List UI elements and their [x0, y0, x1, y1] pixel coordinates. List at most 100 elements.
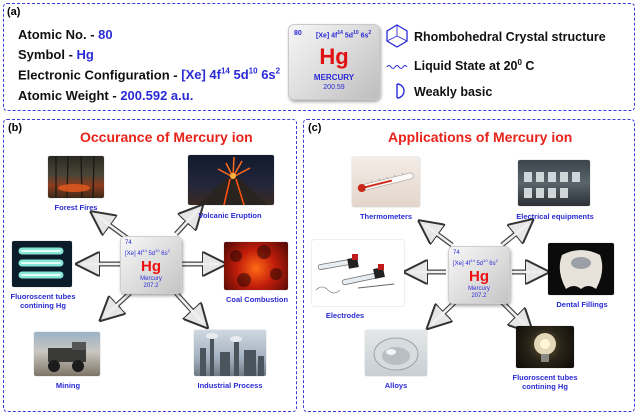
- panel-c-applications: [303, 119, 635, 412]
- alloys-caption: Alloys: [384, 381, 408, 390]
- atomic-weight-row: Atomic Weight - 200.592 a.u.: [18, 88, 193, 103]
- panel-b-tile-symbol: Hg: [141, 258, 161, 275]
- electrical-equipment-image: [518, 160, 590, 206]
- electronic-configuration-row: Electronic Configuration - [Xe] 4f14 5d1…: [18, 67, 280, 82]
- panel-c-tile-config-1: [Xe] 4f: [453, 261, 471, 267]
- legend-crystal-text: Rhombohedral Crystal structure: [414, 30, 606, 44]
- thermometers-caption: Thermometers: [359, 212, 413, 221]
- panel-c-tile-symbol: Hg: [469, 268, 489, 285]
- panel-b-mercury-tile: 74 [Xe] 4f14 5d10 6s2 Hg Mercury 207.2: [120, 236, 182, 294]
- panel-b-tile-config-sup-1: 14: [142, 248, 147, 253]
- fluorescent-tubes-image: [12, 241, 72, 287]
- config-part-3: 6s: [257, 67, 276, 83]
- panel-b-tile-configuration: [Xe] 4f14 5d10 6s2: [125, 248, 170, 257]
- panel-c-tile-weight: 207.2: [471, 293, 487, 299]
- panel-b-tile-config-3: 6s: [159, 251, 168, 257]
- config-part-1: [Xe] 4f: [181, 67, 221, 83]
- atomic-weight-label: Atomic Weight -: [18, 88, 121, 103]
- tile-config-3: 6s: [358, 32, 369, 40]
- atomic-weight-value: 200.592 a.u.: [120, 88, 194, 103]
- weakly-basic-icon: [396, 83, 405, 99]
- panel-c-fluorescent-line-2: contining Hg: [522, 382, 568, 391]
- panel-c-label: (c): [308, 122, 322, 134]
- tile-symbol: Hg: [319, 44, 349, 69]
- panel-b-tile-weight: 207.2: [143, 283, 159, 289]
- volcanic-eruption-caption: Volcanic Eruption: [198, 211, 262, 220]
- panel-c-tile-configuration: [Xe] 4f14 5d10 6s2: [453, 258, 498, 267]
- tile-atomic-number: 80: [294, 30, 302, 37]
- config-sup-2: 10: [248, 67, 258, 76]
- panel-b-fluorescent-line-2: contining Hg: [20, 301, 66, 310]
- tile-config-2: 5d: [342, 32, 354, 40]
- tile-config-sup-3: 2: [368, 30, 372, 36]
- rhombohedral-crystal-icon: [386, 24, 408, 48]
- panel-b-occurrence: [3, 119, 297, 412]
- panel-c-tile-name: Mercury: [468, 286, 490, 292]
- panel-b-tile-config-sup-2: 10: [155, 248, 160, 253]
- industrial-process-caption: Industrial Process: [197, 381, 263, 390]
- panel-b-fluorescent-line-1: Fluoroscent tubes: [10, 292, 76, 301]
- electrodes-image: [312, 240, 404, 306]
- mining-image: [34, 332, 100, 376]
- panel-b-label: (b): [8, 122, 23, 134]
- legend-basic-text: Weakly basic: [414, 85, 493, 99]
- tile-config-sup-1: 14: [337, 30, 343, 36]
- atomic-number-value: 80: [98, 27, 113, 42]
- coal-combustion-caption: Coal Combustion: [225, 295, 289, 304]
- electrical-equipments-caption: Electrical equipments: [516, 212, 594, 221]
- atomic-number-label: Atomic No. -: [18, 27, 99, 42]
- industrial-process-image: [194, 330, 266, 376]
- fluorescent-bulb-image: [516, 326, 574, 368]
- config-value: [Xe] 4f14 5d10 6s2: [181, 67, 280, 82]
- panel-c-tile-config-sup-1: 14: [470, 258, 475, 263]
- electrodes-caption: Electrodes: [325, 311, 365, 320]
- dental-filling-image: [548, 243, 614, 295]
- panel-c-tile-number: 74: [453, 250, 460, 256]
- panel-b-title: Occurance of Mercury ion: [80, 129, 253, 145]
- panel-a-properties: [3, 3, 635, 111]
- alloys-image: [365, 330, 427, 376]
- panel-c-fluorescent-line-1: Fluoroscent tubes: [512, 373, 578, 382]
- panel-b-tile-config-1: [Xe] 4f: [125, 251, 143, 257]
- atomic-number-row: Atomic No. - 80: [18, 27, 113, 42]
- panel-a-label: (a): [7, 6, 21, 18]
- panel-b-tile-config-2: 5d: [146, 251, 156, 257]
- legend-liquid-part-1: Liquid State at 20: [414, 59, 518, 74]
- legend-liquid-sup: 0: [517, 58, 522, 67]
- mercury-element-tile: 80 [Xe] 4f14 5d10 6s2 Hg MERCURY 200.59: [288, 24, 380, 100]
- panel-b-tile-number: 74: [125, 240, 132, 246]
- panel-c-tile-config-sup-2: 10: [483, 258, 488, 263]
- tile-atomic-weight: 200.59: [323, 84, 345, 91]
- coal-combustion-image: [224, 242, 288, 290]
- legend-liquid-part-2: C: [521, 59, 535, 74]
- config-label: Electronic Configuration -: [18, 67, 182, 83]
- forest-fire-image: [48, 156, 104, 198]
- forest-fires-caption: Forest Fires: [54, 203, 98, 212]
- volcanic-eruption-image: [188, 155, 274, 205]
- panel-b-tile-name: Mercury: [140, 276, 162, 282]
- config-sup-3: 2: [275, 67, 281, 76]
- thermometer-image: [352, 157, 420, 207]
- panel-b-tile-config-sup-3: 2: [167, 248, 170, 253]
- config-sup-1: 14: [220, 67, 230, 76]
- panel-c-mercury-tile: 74 [Xe] 4f14 5d10 6s2 Hg Mercury 207.2: [448, 246, 510, 304]
- panel-c-tile-config-2: 5d: [474, 261, 484, 267]
- panel-c-tile-config-3: 6s: [487, 261, 496, 267]
- dental-fillings-caption: Dental Fillings: [556, 300, 608, 309]
- panel-c-title: Applications of Mercury ion: [388, 129, 573, 145]
- tile-config-sup-2: 10: [353, 30, 359, 36]
- symbol-label: Symbol -: [18, 47, 77, 62]
- symbol-row: Symbol - Hg: [18, 47, 94, 62]
- tile-configuration: [Xe] 4f14 5d10 6s2: [316, 30, 371, 39]
- config-part-2: 5d: [229, 67, 249, 83]
- mining-caption: Mining: [55, 381, 81, 390]
- liquid-wave-icon: [386, 65, 408, 69]
- tile-element-name: MERCURY: [313, 73, 355, 82]
- symbol-value: Hg: [76, 47, 94, 62]
- panel-c-tile-config-sup-3: 2: [495, 258, 498, 263]
- tile-config-1: [Xe] 4f: [316, 32, 338, 40]
